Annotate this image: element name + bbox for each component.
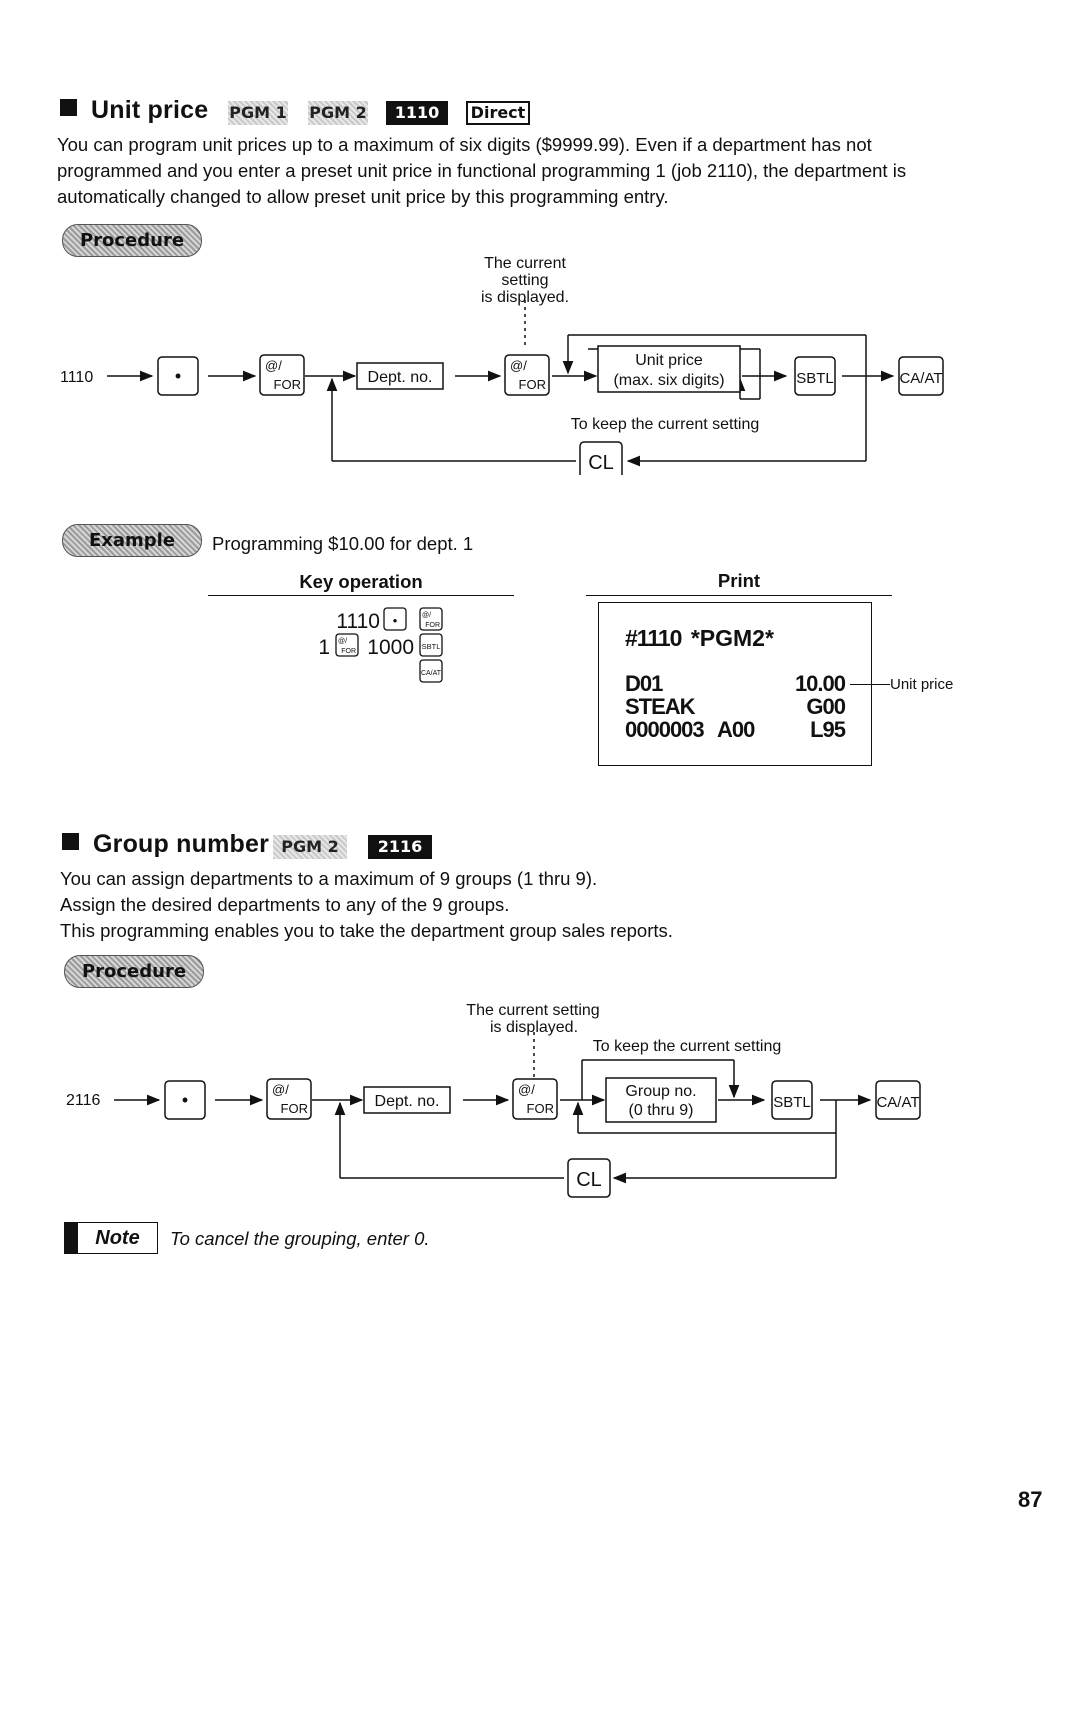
key-op-1000: 1000 bbox=[367, 636, 414, 659]
for-key-bottom: FOR bbox=[274, 377, 301, 392]
receipt-header: #1110 bbox=[625, 625, 682, 651]
for-key-top: @/ bbox=[272, 1082, 289, 1097]
sbtl-key-label: SBTL bbox=[773, 1094, 811, 1111]
desc-line: programmed and you enter a preset unit p… bbox=[57, 160, 907, 181]
keep-setting-note: To keep the current setting bbox=[571, 416, 760, 433]
square-bullet-icon bbox=[60, 99, 77, 116]
flow-start-1110: 1110 bbox=[60, 369, 93, 386]
current-note-line: setting bbox=[501, 272, 548, 289]
example-text: Programming $10.00 for dept. 1 bbox=[212, 533, 474, 554]
key-op-1: 1 bbox=[318, 636, 330, 659]
unit-price-box-line: Unit price bbox=[635, 352, 703, 369]
desc-line: You can assign departments to a maximum … bbox=[60, 868, 598, 889]
receipt-a-code: A00 bbox=[717, 717, 755, 742]
dept-no-box-label: Dept. no. bbox=[375, 1093, 440, 1110]
for-key-bottom: FOR bbox=[527, 1101, 554, 1116]
group-no-box-line: Group no. bbox=[625, 1083, 696, 1100]
current-note-line: The current setting bbox=[466, 1002, 599, 1019]
current-note-line: is displayed. bbox=[481, 289, 569, 306]
desc-line: Assign the desired departments to any of… bbox=[60, 894, 510, 915]
for-key-top: @/ bbox=[510, 358, 527, 373]
square-bullet-icon bbox=[62, 833, 79, 850]
unit-price-callout: Unit price bbox=[890, 676, 954, 693]
receipt-price: 10.00 bbox=[794, 671, 846, 696]
group-number-title: Group number bbox=[93, 830, 270, 858]
flow-start-2116: 2116 bbox=[66, 1092, 101, 1109]
dept-no-box-label: Dept. no. bbox=[368, 369, 433, 386]
key-operation-sequence: 1110 • @/ FOR 1 @/ FOR 1000 SBTL CA/AT bbox=[318, 607, 443, 683]
tag-job-1110: 1110 bbox=[386, 101, 448, 125]
desc-line: You can program unit prices up to a maxi… bbox=[57, 134, 872, 155]
dot-key-icon: • bbox=[393, 613, 398, 628]
caat-key-label: CA/AT bbox=[421, 670, 442, 677]
tag-pgm2: PGM 2 bbox=[273, 835, 347, 859]
receipt-dept: D01 bbox=[625, 671, 663, 696]
print-header: Print bbox=[586, 570, 892, 596]
example-badge: Example bbox=[62, 524, 202, 557]
tag-pgm2: PGM 2 bbox=[308, 101, 368, 125]
sbtl-key-label: SBTL bbox=[796, 370, 834, 387]
tag-pgm1: PGM 1 bbox=[228, 101, 288, 125]
for-key-top: @/ bbox=[265, 358, 282, 373]
page-number: 87 bbox=[1018, 1487, 1043, 1512]
receipt-l-code: L95 bbox=[810, 717, 846, 742]
unit-price-heading: Unit price bbox=[60, 96, 208, 125]
cl-key-label: CL bbox=[576, 1169, 602, 1191]
note-badge: Note bbox=[64, 1222, 158, 1254]
receipt-print: #1110 *PGM2* D01 10.00 STEAK G00 0000003… bbox=[598, 602, 872, 766]
group-no-box-line: (0 thru 9) bbox=[629, 1102, 694, 1119]
procedure-badge: Procedure bbox=[62, 224, 202, 257]
dot-key-icon: • bbox=[175, 366, 181, 386]
callout-line bbox=[850, 684, 890, 685]
procedure-badge: Procedure bbox=[64, 955, 204, 988]
unit-price-box-line: (max. six digits) bbox=[613, 372, 724, 389]
for-key-bottom: FOR bbox=[519, 377, 546, 392]
for-key-bottom: FOR bbox=[341, 648, 356, 655]
tag-direct: Direct bbox=[466, 101, 530, 125]
for-key-bottom: FOR bbox=[425, 622, 440, 629]
dot-key-icon: • bbox=[182, 1090, 188, 1110]
unit-price-description: You can program unit prices up to a maxi… bbox=[57, 132, 1047, 210]
group-number-description: You can assign departments to a maximum … bbox=[60, 866, 1020, 944]
tag-job-2116: 2116 bbox=[368, 835, 432, 859]
keep-setting-note: To keep the current setting bbox=[593, 1038, 782, 1055]
unit-price-title: Unit price bbox=[91, 96, 209, 124]
note-text: To cancel the grouping, enter 0. bbox=[170, 1228, 430, 1249]
caat-key-label: CA/AT bbox=[899, 370, 942, 387]
key-op-1110: 1110 bbox=[336, 610, 380, 633]
for-key-top: @/ bbox=[518, 1082, 535, 1097]
desc-line: This programming enables you to take the… bbox=[60, 920, 673, 941]
group-number-flow-diagram: 2116 • @/ FOR Dept. no. @/ FOR The curre… bbox=[66, 1002, 921, 1198]
key-operation-header: Key operation bbox=[208, 571, 514, 596]
current-note-line: is displayed. bbox=[490, 1019, 578, 1036]
for-key-top: @/ bbox=[338, 638, 347, 645]
receipt-mode: *PGM2* bbox=[690, 625, 774, 651]
sbtl-key-label: SBTL bbox=[422, 642, 441, 651]
receipt-group: G00 bbox=[806, 694, 846, 719]
cl-key-label: CL bbox=[588, 452, 614, 474]
unit-price-flow-diagram: 1110 • @/ FOR Dept. no. @/ FOR The curre… bbox=[60, 255, 944, 475]
for-key-bottom: FOR bbox=[281, 1101, 308, 1116]
for-key-top: @/ bbox=[422, 612, 431, 619]
current-note-line: The current bbox=[484, 255, 566, 272]
desc-line: automatically changed to allow preset un… bbox=[57, 186, 669, 207]
receipt-code: 0000003 bbox=[625, 717, 705, 742]
group-number-heading: Group number bbox=[62, 830, 269, 859]
receipt-item: STEAK bbox=[625, 694, 696, 719]
caat-key-label: CA/AT bbox=[876, 1094, 919, 1111]
